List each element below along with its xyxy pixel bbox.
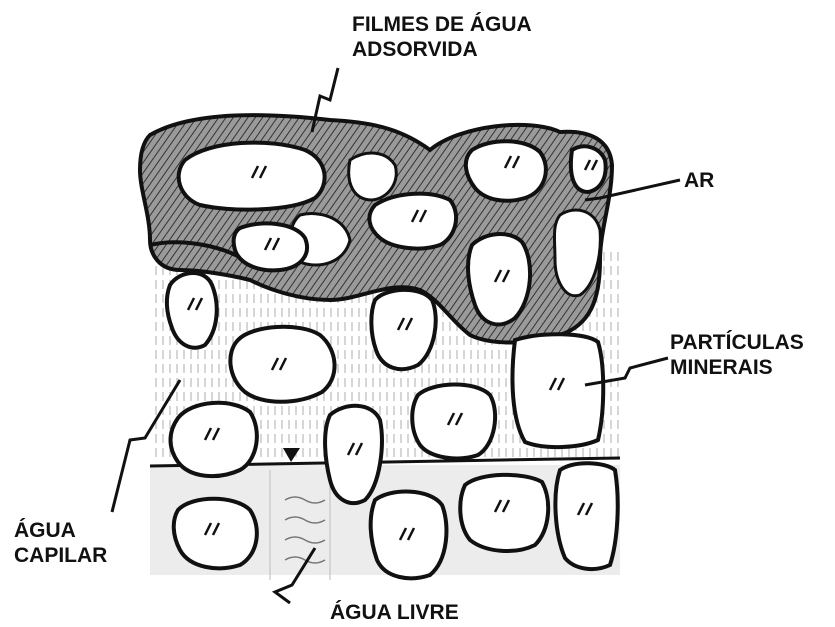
label-adsorbed-water: FILMES DE ÁGUA ADSORVIDA [352, 12, 532, 62]
label-capillary-water: ÁGUA CAPILAR [14, 518, 107, 568]
particle [234, 223, 307, 270]
particle [512, 334, 603, 447]
label-mineral-particles-line1: PARTÍCULAS [670, 330, 804, 355]
particle [466, 141, 546, 201]
label-free-water: ÁGUA LIVRE [330, 600, 459, 625]
particle [167, 273, 217, 348]
label-adsorbed-water-line1: FILMES DE ÁGUA [352, 12, 532, 37]
particle [460, 475, 548, 551]
particle [412, 384, 495, 458]
label-capillary-water-line2: CAPILAR [14, 543, 107, 568]
particle [371, 492, 447, 579]
label-capillary-water-line1: ÁGUA [14, 518, 107, 543]
label-mineral-particles: PARTÍCULAS MINERAIS [670, 330, 804, 380]
particle [468, 234, 530, 324]
label-mineral-particles-line2: MINERAIS [670, 355, 804, 380]
particle [371, 290, 435, 369]
particle [174, 499, 257, 569]
particle [325, 406, 382, 503]
particle [571, 146, 606, 192]
label-air: AR [684, 168, 714, 193]
particle [555, 463, 617, 569]
label-adsorbed-water-line2: ADSORVIDA [352, 37, 532, 62]
